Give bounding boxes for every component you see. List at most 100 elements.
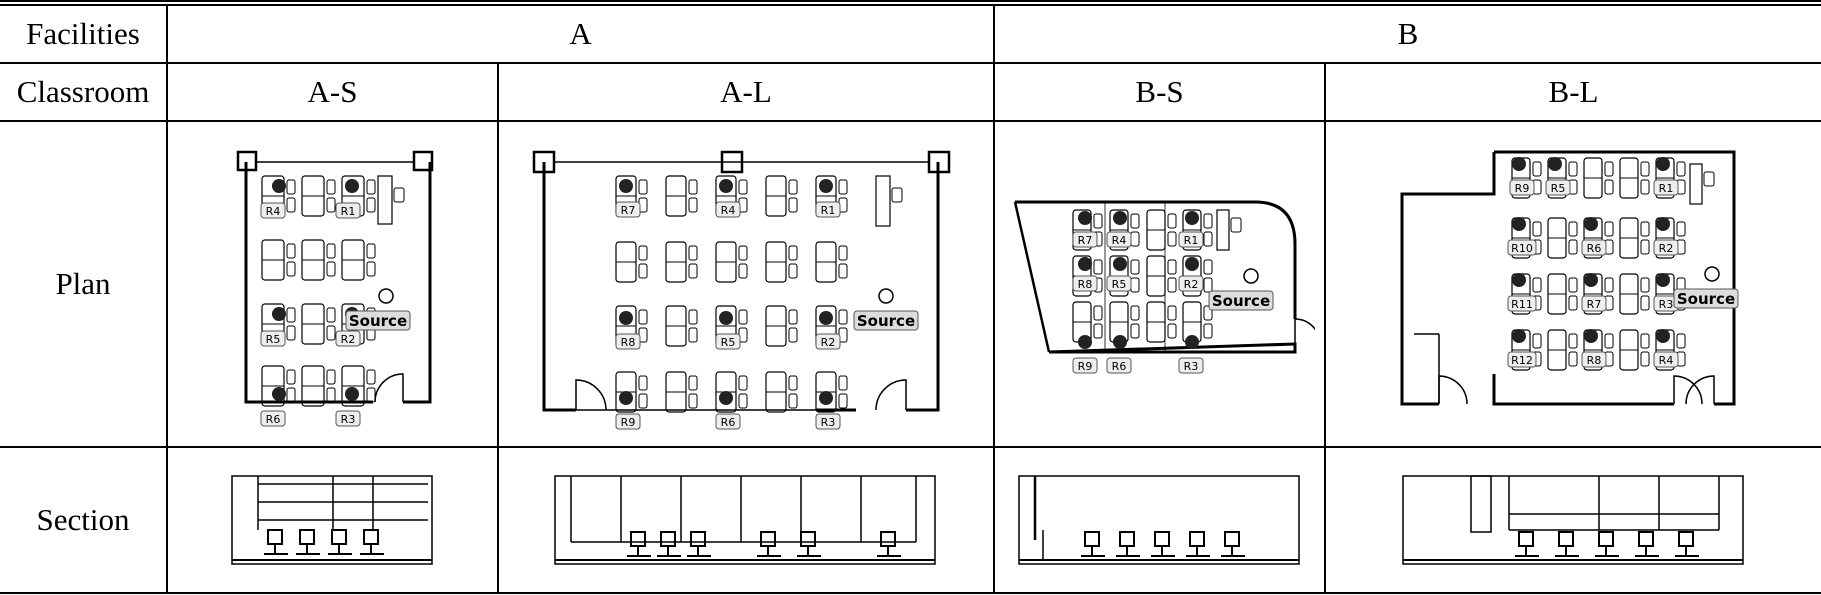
chair	[1093, 305, 1103, 321]
chair	[366, 387, 375, 403]
chair	[788, 179, 798, 195]
teacher-desk	[376, 175, 393, 225]
chair	[688, 327, 698, 343]
receiver-label: R10	[1511, 242, 1533, 255]
chair	[1568, 221, 1578, 237]
receiver-dot	[719, 391, 733, 405]
receiver-label-box	[815, 201, 841, 218]
chair	[838, 309, 848, 325]
chair	[1640, 179, 1650, 195]
door	[875, 379, 907, 411]
receiver-label: R5	[265, 333, 280, 346]
seat-profile	[362, 529, 379, 545]
facility-a: A	[165, 4, 996, 64]
teacher-chair	[1703, 171, 1715, 187]
receiver-label: R6	[1111, 360, 1126, 373]
source-marker	[377, 288, 394, 304]
receiver-dot	[1112, 211, 1127, 225]
source-label: Source	[348, 312, 406, 330]
receiver-label: R2	[821, 336, 836, 349]
chair	[1203, 305, 1213, 321]
receiver-label-box	[615, 333, 641, 350]
receiver-label: R3	[1183, 360, 1198, 373]
receiver-label: R8	[1077, 278, 1092, 291]
receiver-label: R6	[265, 413, 280, 426]
chair	[1130, 231, 1140, 247]
chair	[838, 375, 848, 391]
section-outline	[1017, 475, 1300, 565]
receiver-label: R1	[340, 205, 355, 218]
receiver-label-box	[1507, 295, 1537, 312]
receiver-dot	[344, 387, 359, 401]
receiver-label-box	[1581, 295, 1607, 312]
chair	[1604, 221, 1614, 237]
receiver-dot	[1184, 211, 1199, 225]
chair	[1640, 161, 1650, 177]
receiver-dot	[819, 391, 833, 405]
chair	[1568, 239, 1578, 255]
receiver-label: R8	[1586, 354, 1601, 367]
top-rule	[0, 0, 1821, 2]
receiver-label: R5	[1550, 182, 1565, 195]
receiver-label: R9	[621, 416, 636, 429]
chair	[1203, 323, 1213, 339]
receiver-label-box	[260, 202, 285, 219]
receiver-label: R6	[1586, 242, 1601, 255]
chair	[1568, 277, 1578, 293]
receiver-label: R2	[1658, 242, 1673, 255]
seat-profile	[1677, 531, 1694, 547]
chair	[788, 245, 798, 261]
chair	[638, 263, 648, 279]
chair	[1167, 277, 1177, 293]
section-al-cell	[496, 446, 996, 594]
seat-profile	[330, 529, 347, 545]
receiver-dot	[619, 311, 633, 325]
chair	[688, 393, 698, 409]
chair	[326, 369, 335, 385]
receiver-label-box	[1653, 179, 1679, 196]
chair	[738, 263, 748, 279]
classroom-row: Classroom A-S A-L B-S B-L	[0, 62, 1821, 122]
chair	[838, 393, 848, 409]
chair	[1676, 221, 1686, 237]
receiver-label: R4	[265, 205, 280, 218]
chair	[788, 375, 798, 391]
section-bl-cell	[1324, 446, 1821, 594]
chair	[1568, 333, 1578, 349]
seat-profile	[880, 531, 896, 547]
chair	[326, 243, 335, 259]
chair	[1203, 213, 1213, 229]
chair	[1203, 231, 1213, 247]
wall	[542, 162, 940, 412]
source-label: Source	[857, 312, 915, 330]
receiver-label-box	[260, 330, 285, 347]
source-label: Source	[1676, 290, 1734, 308]
receiver-label: R1	[1658, 182, 1673, 195]
chair	[688, 263, 698, 279]
chair	[788, 393, 798, 409]
chair	[1203, 259, 1213, 275]
receiver-label-box	[335, 330, 360, 347]
classroom-as: A-S	[166, 62, 499, 122]
chair	[788, 309, 798, 325]
chair	[638, 393, 648, 409]
chair	[788, 263, 798, 279]
chair	[1130, 305, 1140, 321]
seat-profile	[630, 531, 646, 547]
receiver-label: R3	[821, 416, 836, 429]
seat-profile	[1118, 531, 1135, 547]
receiver-label-box	[1509, 179, 1535, 196]
chair	[286, 261, 295, 277]
receiver-label-box	[1545, 179, 1571, 196]
receiver-label: R5	[721, 336, 736, 349]
receiver-dot	[719, 311, 733, 325]
receiver-label-box	[1178, 357, 1204, 374]
chair	[1203, 277, 1213, 293]
chair	[366, 261, 375, 277]
seat-profile	[800, 531, 816, 547]
chair	[326, 307, 335, 323]
chair	[688, 375, 698, 391]
seat-profile	[298, 529, 315, 545]
